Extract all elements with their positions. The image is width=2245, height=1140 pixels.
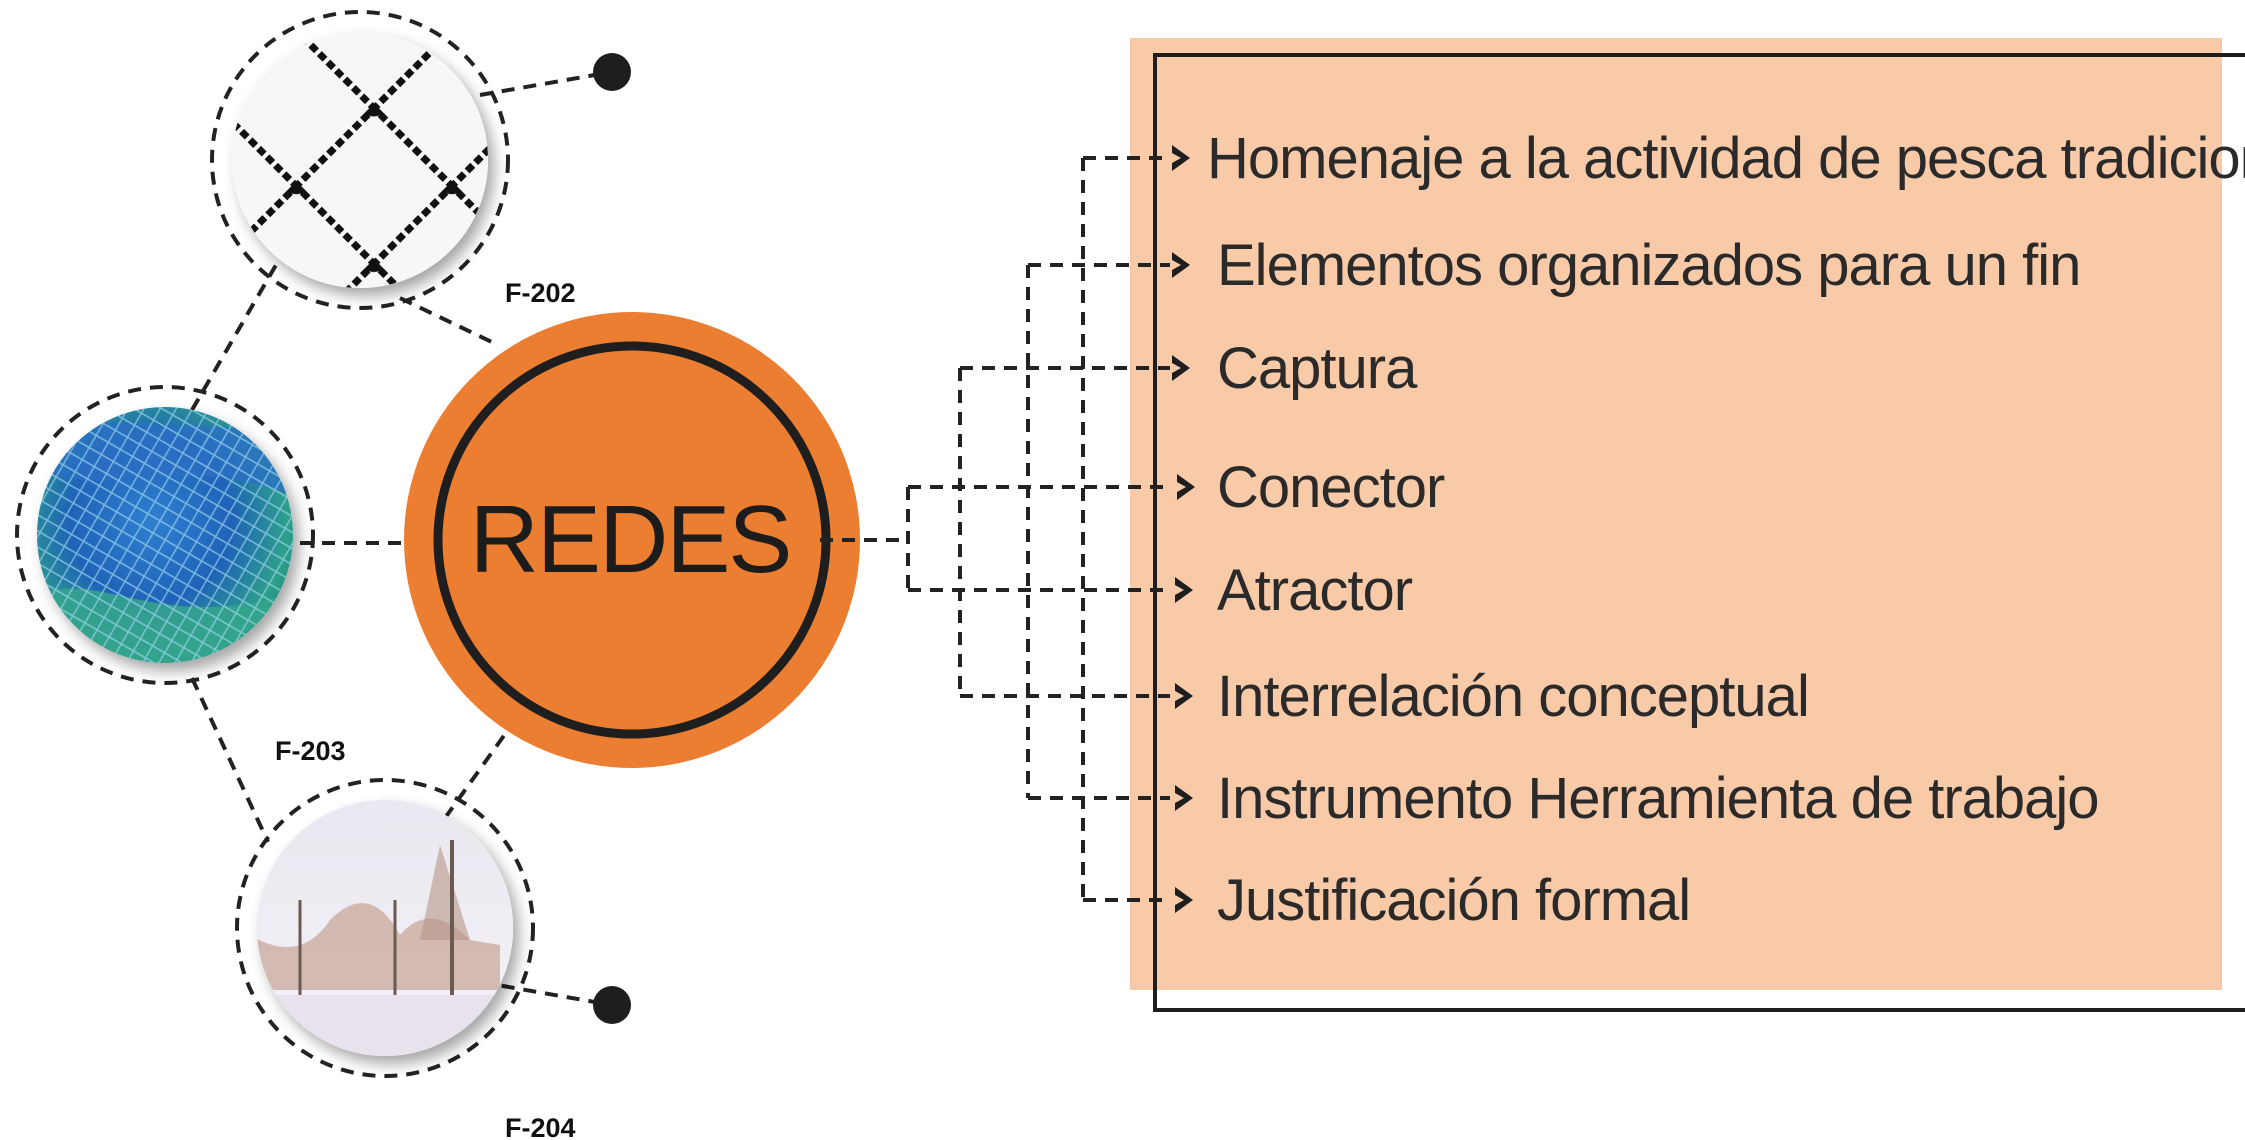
list-item: Justificación formal <box>1175 868 1691 933</box>
center-node: REDES <box>404 312 860 768</box>
chevron-right-icon <box>1175 887 1193 913</box>
item-label: Elementos organizados para un fin <box>1217 233 2080 298</box>
item-label: Conector <box>1217 455 1445 520</box>
caption-f203: F-203 <box>275 736 346 766</box>
items-panel <box>1130 38 2222 990</box>
list-item: Atractor <box>1175 558 1414 623</box>
panel-frame <box>1153 53 2245 1012</box>
item-label: Atractor <box>1217 558 1413 623</box>
end-dot-top <box>593 53 631 91</box>
chevron-right-icon <box>1175 577 1193 603</box>
list-item: Interrelación conceptual <box>1175 664 1810 729</box>
photo-connectors <box>190 70 613 1007</box>
item-label: Justificación formal <box>1217 868 1690 933</box>
list-item: Instrumento Herramienta de trabajo <box>1175 766 2100 831</box>
list-item: Conector <box>1177 455 1446 520</box>
items-list: Homenaje a la actividad de pesca tradici… <box>1172 126 2245 933</box>
caption-f204: F-204 <box>505 1113 576 1140</box>
list-item: Captura <box>1172 336 1419 401</box>
item-label: Interrelación conceptual <box>1217 664 1809 729</box>
item-label: Captura <box>1217 336 1418 401</box>
center-label: REDES <box>470 486 791 593</box>
chevron-right-icon <box>1177 474 1195 500</box>
chevron-right-icon <box>1175 785 1193 811</box>
item-connectors <box>820 156 1170 902</box>
photo-f203 <box>15 385 315 685</box>
chevron-right-icon <box>1172 355 1190 381</box>
end-dot-bottom <box>593 986 631 1024</box>
list-item: Homenaje a la actividad de pesca tradici… <box>1172 126 2245 191</box>
item-label: Homenaje a la actividad de pesca tradici… <box>1207 126 2245 191</box>
caption-f202: F-202 <box>505 278 576 308</box>
photo-f204 <box>235 778 535 1078</box>
list-item: Elementos organizados para un fin <box>1172 233 2081 298</box>
item-label: Instrumento Herramienta de trabajo <box>1217 766 2099 831</box>
chevron-right-icon <box>1172 252 1190 278</box>
chevron-right-icon <box>1175 683 1193 709</box>
photo-f202 <box>210 10 510 310</box>
chevron-right-icon <box>1172 145 1190 171</box>
